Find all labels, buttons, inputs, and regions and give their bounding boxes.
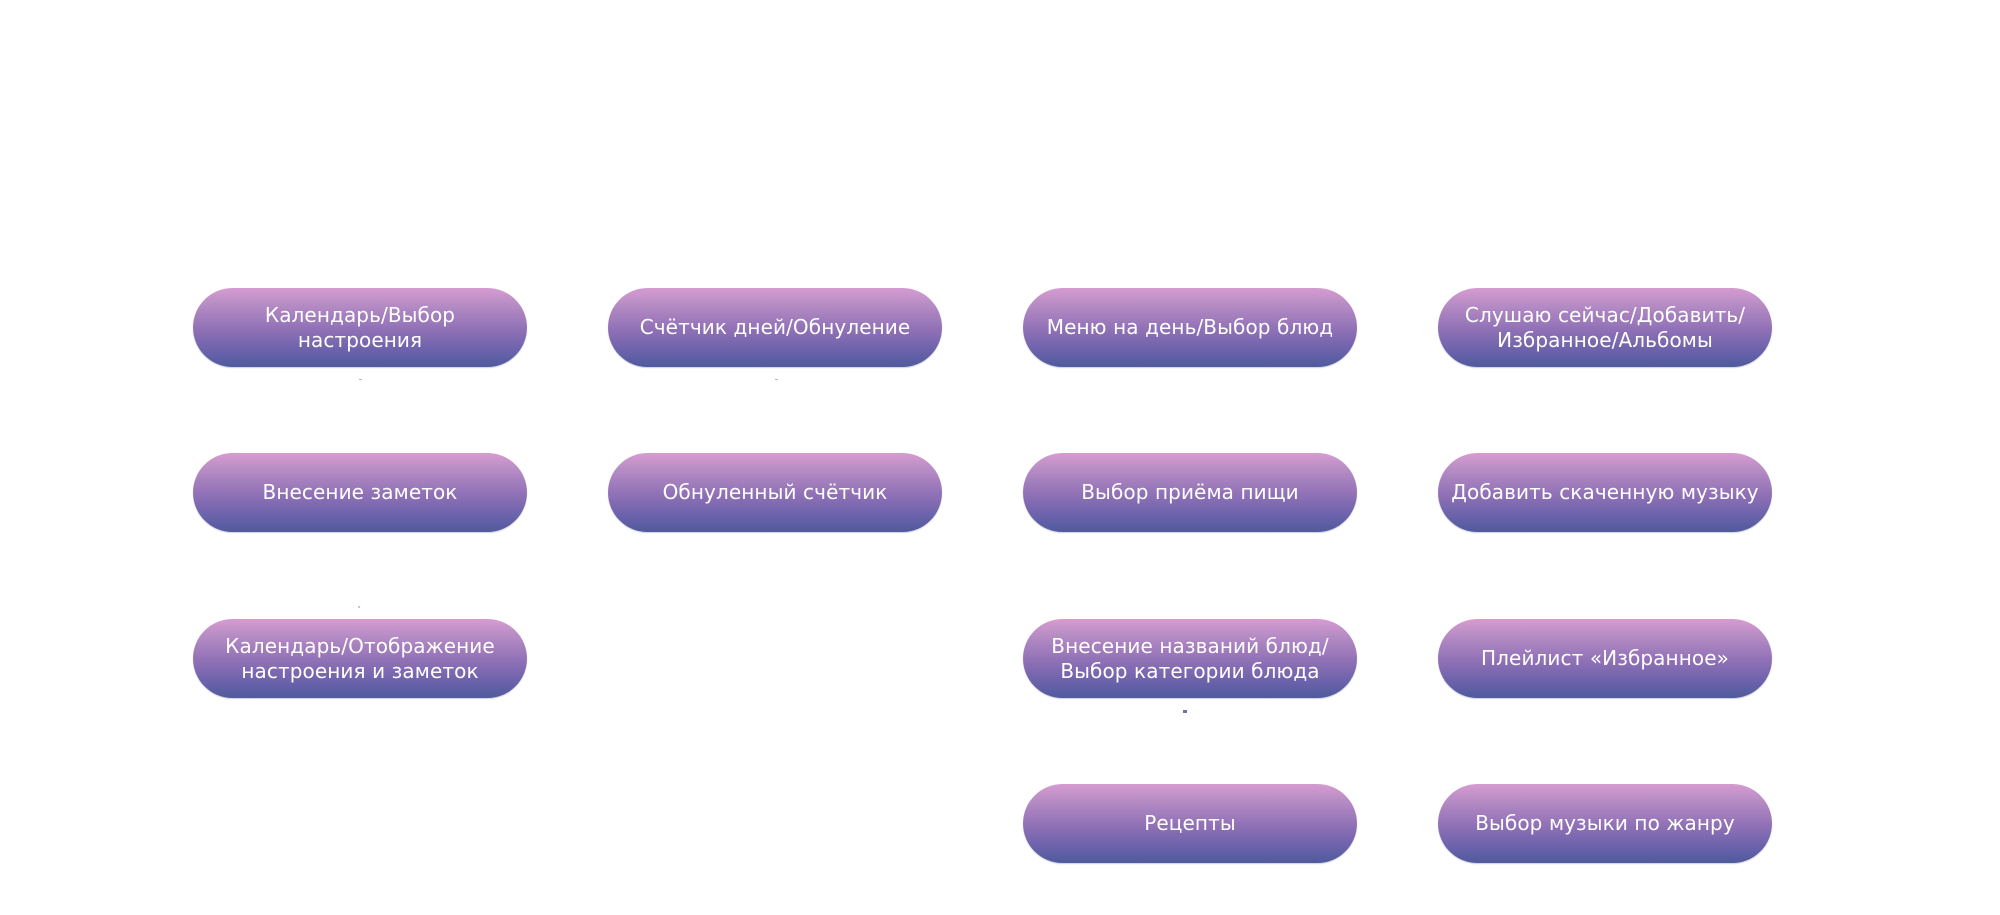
connector-remnant bbox=[775, 379, 778, 380]
node-label: Выбор приёма пищи bbox=[1081, 480, 1299, 504]
node-label: Обнуленный счётчик bbox=[662, 480, 888, 504]
node-meal-select[interactable]: Выбор приёма пищи bbox=[1023, 453, 1357, 532]
node-add-notes[interactable]: Внесение заметок bbox=[193, 453, 527, 532]
node-label: Счётчик дней/Обнуление bbox=[639, 315, 911, 339]
node-recipes[interactable]: Рецепты bbox=[1023, 784, 1357, 863]
node-label: Добавить скаченную музыку bbox=[1451, 480, 1759, 504]
connector-remnant bbox=[359, 379, 362, 380]
node-label: Внесение заметок bbox=[262, 480, 458, 504]
node-music-by-genre[interactable]: Выбор музыки по жанру bbox=[1438, 784, 1772, 863]
node-label: Внесение названий блюд/ Выбор категории … bbox=[1051, 633, 1329, 683]
node-label: Выбор музыки по жанру bbox=[1475, 811, 1735, 835]
connector-remnant bbox=[358, 606, 360, 608]
node-label: Слушаю сейчас/Добавить/ Избранное/Альбом… bbox=[1464, 302, 1746, 352]
node-favorites-playlist[interactable]: Плейлист «Избранное» bbox=[1438, 619, 1772, 698]
node-label: Меню на день/Выбор блюд bbox=[1046, 315, 1334, 339]
node-add-downloaded-music[interactable]: Добавить скаченную музыку bbox=[1438, 453, 1772, 532]
node-label: Рецепты bbox=[1144, 811, 1236, 835]
node-day-counter-reset[interactable]: Счётчик дней/Обнуление bbox=[608, 288, 942, 367]
connector-remnant bbox=[1183, 710, 1187, 713]
node-dish-names-category[interactable]: Внесение названий блюд/ Выбор категории … bbox=[1023, 619, 1357, 698]
node-daily-menu-dish-select[interactable]: Меню на день/Выбор блюд bbox=[1023, 288, 1357, 367]
node-label: Календарь/Выбор настроения bbox=[264, 302, 456, 352]
node-reset-counter[interactable]: Обнуленный счётчик bbox=[608, 453, 942, 532]
node-calendar-mood-notes-display[interactable]: Календарь/Отображение настроения и замет… bbox=[193, 619, 527, 698]
node-label: Календарь/Отображение настроения и замет… bbox=[225, 633, 495, 683]
node-label: Плейлист «Избранное» bbox=[1481, 646, 1729, 670]
node-now-playing-favorites-albums[interactable]: Слушаю сейчас/Добавить/ Избранное/Альбом… bbox=[1438, 288, 1772, 367]
node-calendar-mood-select[interactable]: Календарь/Выбор настроения bbox=[193, 288, 527, 367]
